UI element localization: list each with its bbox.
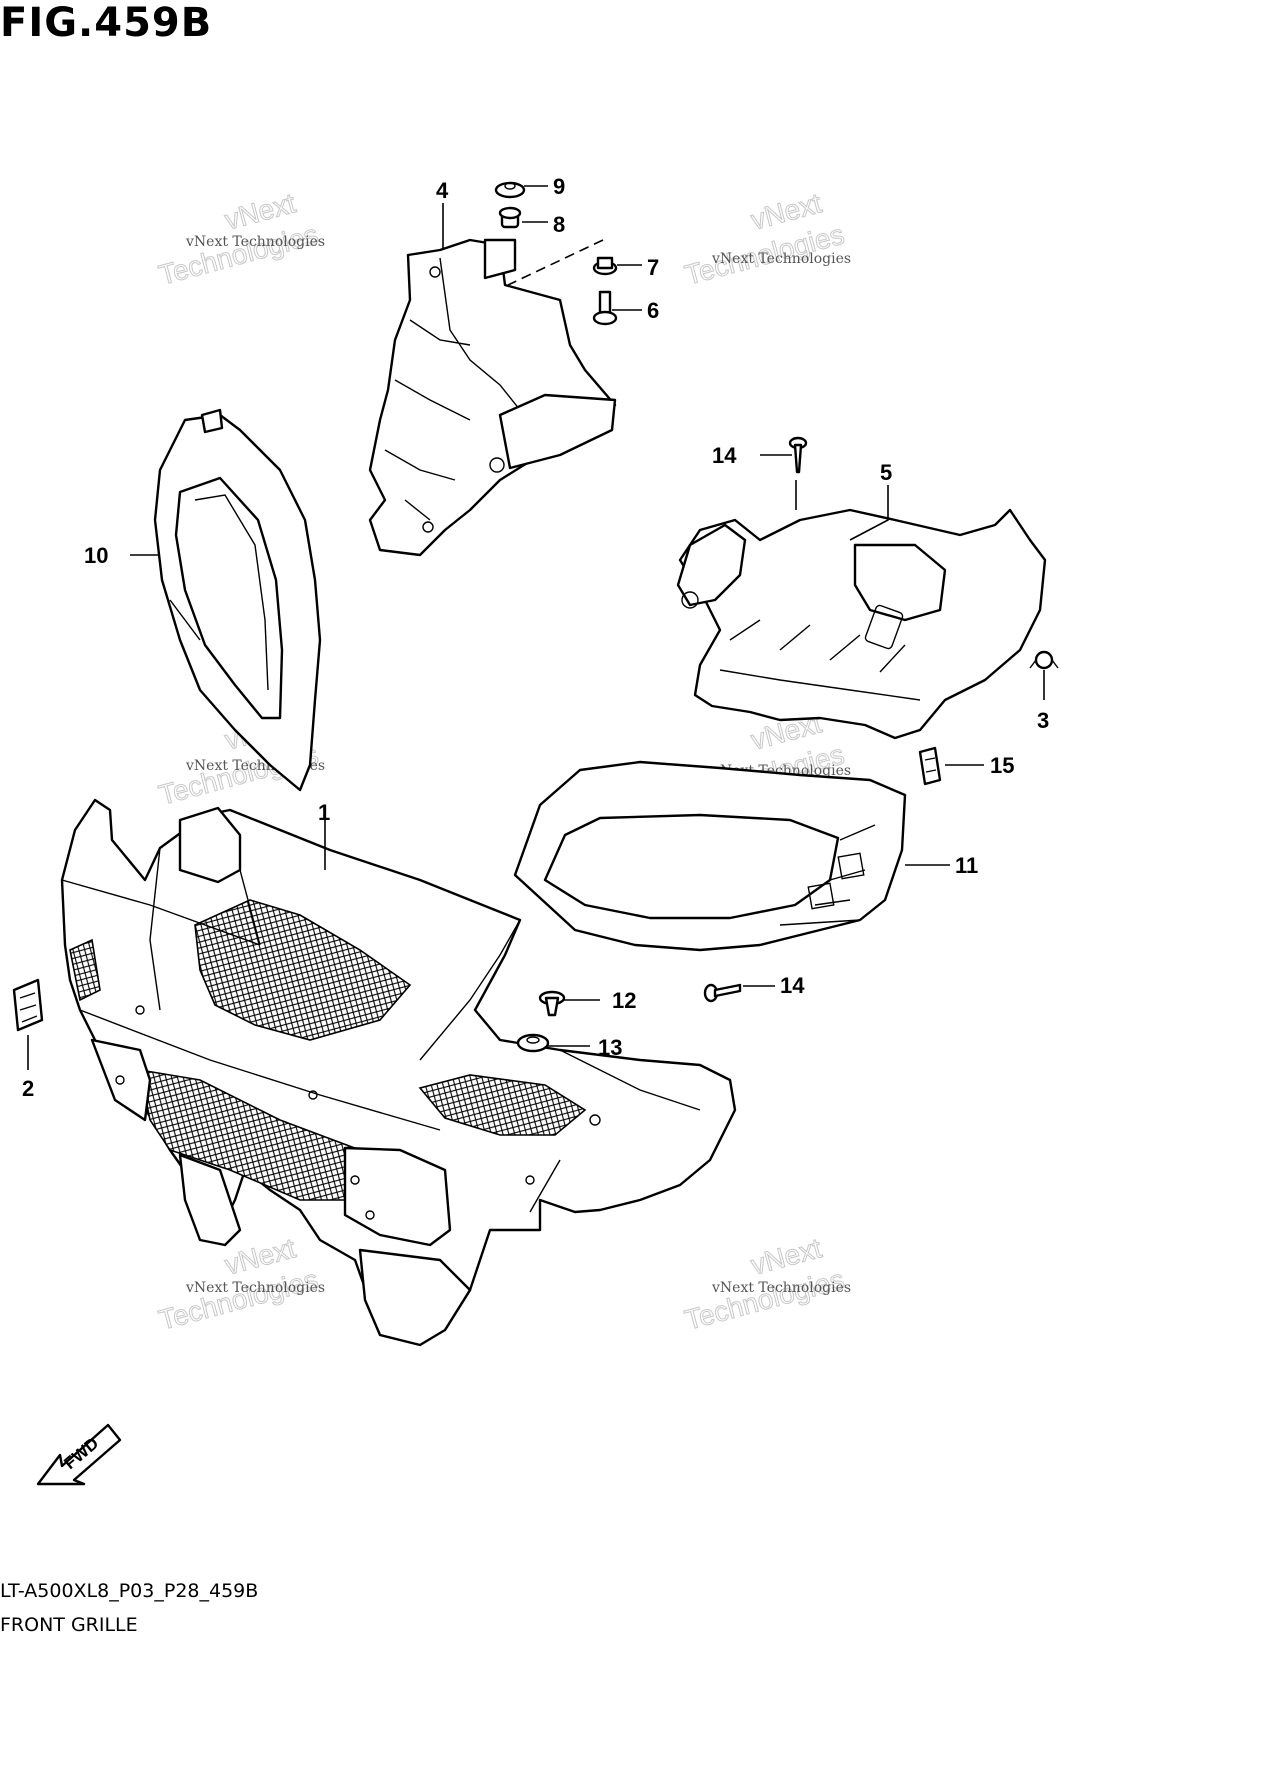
- callout-14-upper: 14: [712, 443, 737, 468]
- watermark-bottom-left: Technologies vNext vNext Technologies: [155, 1232, 325, 1337]
- watermark-top-right: Technologies vNext vNext Technologies: [681, 187, 851, 292]
- leader-lines: [27, 185, 1045, 1070]
- svg-text:vNext Technologies: vNext Technologies: [185, 234, 325, 250]
- callout-4: 4: [436, 178, 449, 203]
- part-5-lower-cover: [676, 508, 1047, 740]
- part-12-screw: [538, 990, 566, 1017]
- part-4-headlight-bracket: [368, 238, 617, 557]
- part-3-clip: [1029, 650, 1059, 670]
- part-15-clip: [918, 746, 942, 786]
- watermark-bottom-right: Technologies vNext vNext Technologies: [681, 1232, 851, 1337]
- callout-7: 7: [647, 255, 659, 280]
- section-name: FRONT GRILLE: [0, 1614, 138, 1636]
- part-6-bolt: [592, 290, 618, 326]
- part-1-front-grille: [60, 798, 737, 1347]
- callout-2: 2: [22, 1076, 34, 1101]
- part-2-emblem: [12, 978, 44, 1032]
- part-11-grille-surround-right: [513, 760, 907, 952]
- callout-labels: 4 9 8 7 6 14 5 10 3 15 1 11 14 12 13 2: [22, 174, 1049, 1101]
- part-10-headlight-surround: [153, 408, 322, 792]
- part-8-collar: [498, 206, 522, 229]
- svg-text:vNext Technologies: vNext Technologies: [711, 251, 851, 267]
- callout-12: 12: [612, 988, 636, 1013]
- part-14-screw-lower: [703, 983, 742, 1003]
- part-13-grommet: [516, 1033, 550, 1053]
- callout-3: 3: [1037, 708, 1049, 733]
- callout-8: 8: [553, 212, 565, 237]
- figure-title: FIG.459B: [0, 0, 213, 46]
- model-code: LT-A500XL8_P03_P28_459B: [0, 1580, 259, 1602]
- callout-1: 1: [318, 800, 330, 825]
- callout-5: 5: [880, 460, 892, 485]
- callout-11: 11: [955, 853, 978, 878]
- svg-text:vNext Technologies: vNext Technologies: [711, 1280, 851, 1296]
- part-14-screw-upper: [788, 436, 808, 474]
- callout-15: 15: [990, 753, 1014, 778]
- callout-14-lower: 14: [780, 973, 805, 998]
- callout-13: 13: [598, 1035, 622, 1060]
- svg-text:vNext Technologies: vNext Technologies: [185, 1280, 325, 1296]
- callout-6: 6: [647, 298, 659, 323]
- callout-9: 9: [553, 174, 565, 199]
- part-9-grommet: [494, 181, 526, 199]
- watermark-top-left: Technologies vNext vNext Technologies: [155, 187, 325, 292]
- fwd-direction-arrow: FWD: [36, 1423, 122, 1486]
- callout-10: 10: [84, 543, 108, 568]
- part-7-nut: [592, 256, 618, 276]
